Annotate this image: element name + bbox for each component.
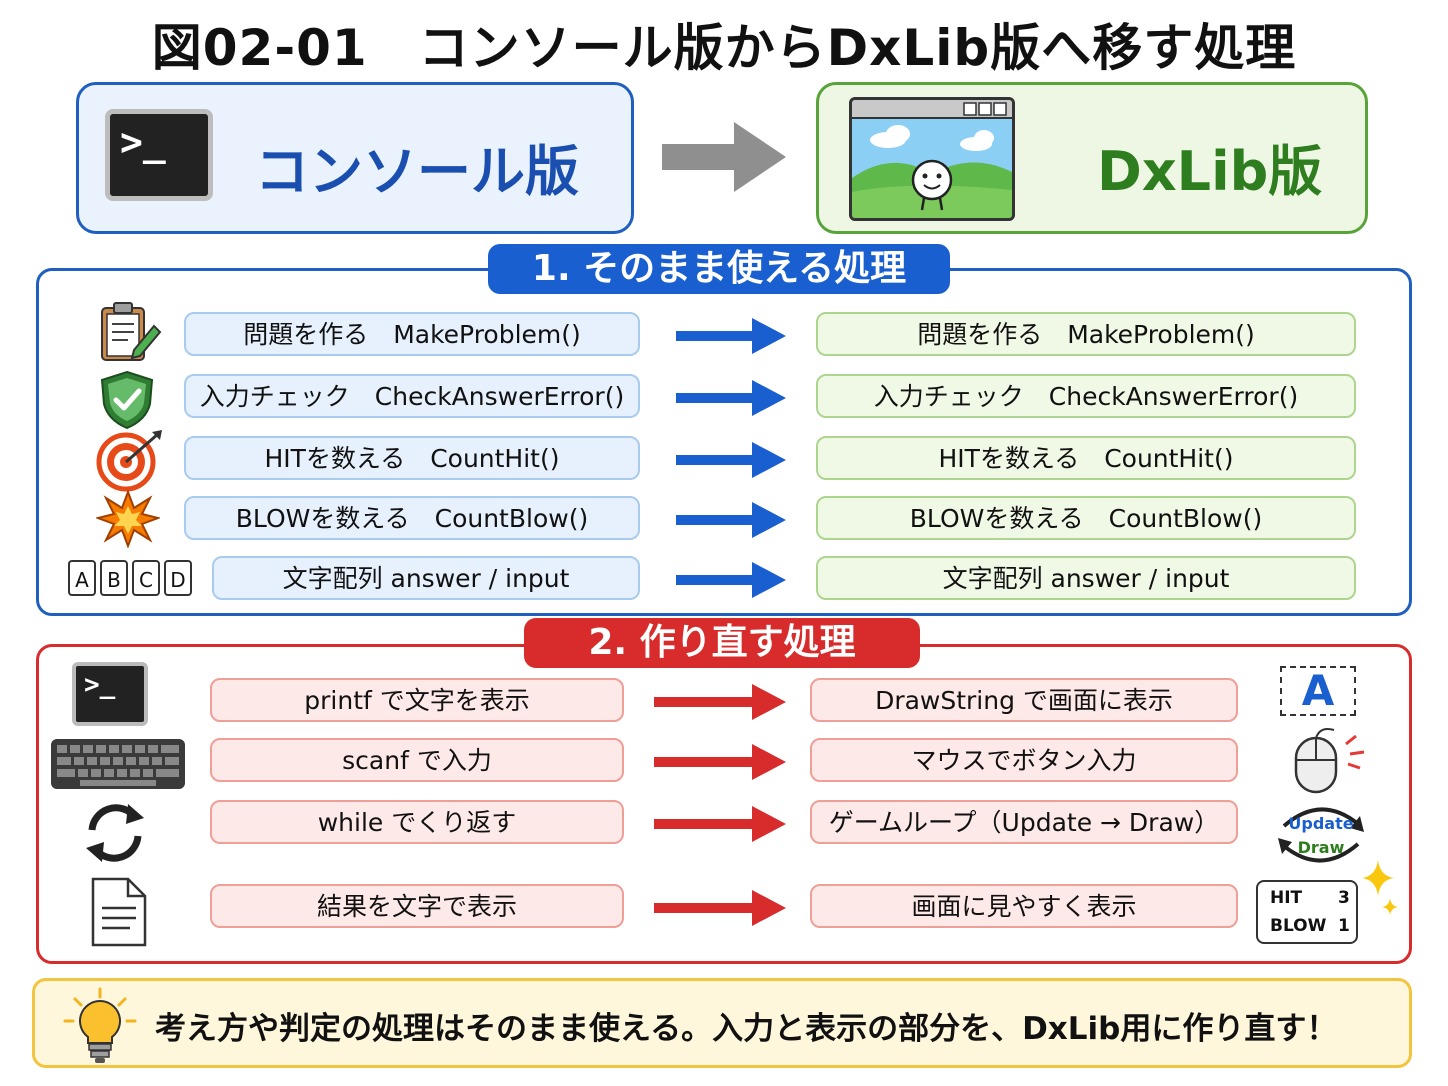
dxlib-version-panel: DxLib版 (816, 82, 1368, 234)
dxlib-process-pill: BLOWを数える CountBlow() (816, 496, 1356, 540)
console-process-pill: 入力チェック CheckAnswerError() (184, 374, 640, 418)
console-icon: >_ (72, 662, 148, 726)
dxlib-process-pill: DrawString で画面に表示 (810, 678, 1238, 722)
console-version-label: コンソール版 (255, 140, 579, 203)
refresh-icon (86, 804, 144, 862)
summary-footer: 考え方や判定の処理はそのまま使える。入力と表示の部分を、DxLib用に作り直す！ (32, 978, 1412, 1068)
keyboard-icon (51, 739, 185, 789)
game-window-icon (849, 97, 1015, 221)
figure-title: 図02-01 コンソール版からDxLib版へ移す処理 (151, 19, 1297, 77)
dxlib-process-pill: マウスでボタン入力 (810, 738, 1238, 782)
shield-check-icon (100, 370, 154, 430)
loop-icon: Update Draw (1274, 800, 1368, 870)
console-version-panel: >_ コンソール版 (76, 82, 634, 234)
dxlib-version-label: DxLib版 (1097, 140, 1323, 203)
summary-text: 考え方や判定の処理はそのまま使える。入力と表示の部分を、DxLib用に作り直す！ (155, 1011, 1338, 1047)
dxlib-process-pill: 入力チェック CheckAnswerError() (816, 374, 1356, 418)
dxlib-process-pill: HITを数える CountHit() (816, 436, 1356, 480)
console-process-pill: 結果を文字で表示 (210, 884, 624, 928)
letter-cells-icon: A B C D (68, 560, 192, 596)
target-icon (96, 430, 162, 492)
blue-arrow-icon (676, 562, 786, 598)
dxlib-process-pill: 問題を作る MakeProblem() (816, 312, 1356, 356)
console-process-pill: BLOWを数える CountBlow() (184, 496, 640, 540)
loop-update-label: Update (1288, 814, 1354, 833)
blue-arrow-icon (676, 442, 786, 478)
console-icon: >_ (105, 109, 213, 201)
console-process-pill: HITを数える CountHit() (184, 436, 640, 480)
blue-arrow-icon (676, 380, 786, 416)
red-arrow-icon (654, 684, 786, 720)
loop-draw-label: Draw (1297, 838, 1345, 857)
clipboard-icon (101, 302, 162, 361)
letter-cell: D (164, 560, 192, 596)
dxlib-process-pill: ゲームループ（Update → Draw） (810, 800, 1238, 844)
console-process-pill: 問題を作る MakeProblem() (184, 312, 640, 356)
blue-arrow-icon (676, 502, 786, 538)
lightbulb-icon (63, 987, 137, 1063)
rebuild-process-header: 2. 作り直す処理 (524, 618, 920, 668)
red-arrow-icon (654, 890, 786, 926)
console-process-pill: scanf で入力 (210, 738, 624, 782)
letter-cell: A (68, 560, 96, 596)
red-arrow-icon (654, 744, 786, 780)
document-icon (91, 877, 147, 947)
dxlib-process-pill: 文字配列 answer / input (816, 556, 1356, 600)
letter-a-icon: A (1280, 666, 1356, 716)
console-process-pill: printf で文字を表示 (210, 678, 624, 722)
sparkle-icon (1362, 860, 1398, 915)
scoreboard-icon: HIT 3 BLOW 1 (1256, 880, 1358, 944)
console-process-pill: while でくり返す (210, 800, 624, 844)
letter-cell: B (100, 560, 128, 596)
mouse-icon (1294, 728, 1365, 794)
blue-arrow-icon (676, 318, 786, 354)
burst-icon (96, 490, 160, 548)
console-process-pill: 文字配列 answer / input (212, 556, 640, 600)
score-blow-value: 1 (1338, 916, 1350, 936)
score-blow-label: BLOW (1270, 916, 1327, 936)
red-arrow-icon (654, 806, 786, 842)
score-hit-label: HIT (1270, 888, 1303, 908)
reusable-process-header: 1. そのまま使える処理 (488, 244, 950, 294)
letter-cell: C (132, 560, 160, 596)
dxlib-process-pill: 画面に見やすく表示 (810, 884, 1238, 928)
score-hit-value: 3 (1338, 888, 1350, 908)
gray-arrow-icon (662, 122, 786, 192)
